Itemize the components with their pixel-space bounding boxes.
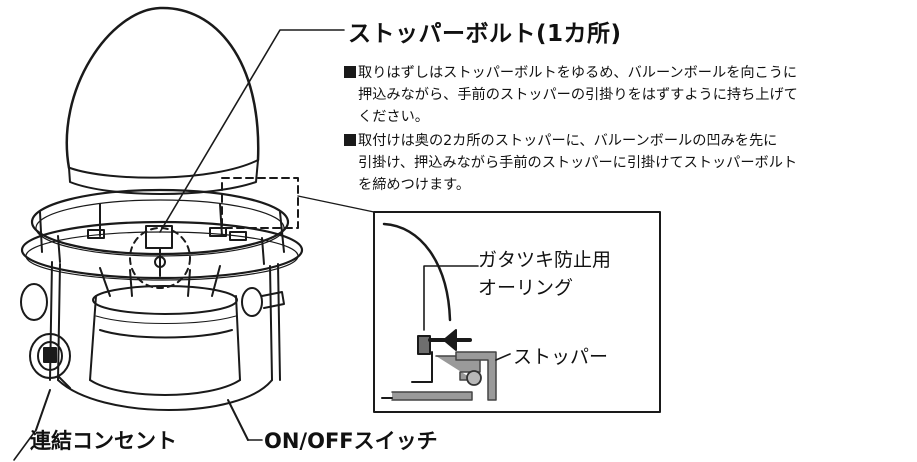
oring-callout-line-2: オーリング	[478, 277, 574, 299]
stopper-bolt-leader	[159, 29, 345, 233]
removal-note-line-1: 取りはずしはストッパーボルトをゆるめ、バルーンボールを向こうに	[344, 62, 798, 84]
oring-callout-line-1: ガタツキ防止用	[478, 249, 612, 271]
stopper-bolt-title: ストッパーボルト(1カ所)	[348, 21, 622, 47]
removal-note-line-3: ください。	[358, 109, 429, 125]
stopper-bolt-highlight	[129, 227, 191, 289]
removal-note: 取りはずしはストッパーボルトをゆるめ、バルーンボールを向こうに 押込みながら、手…	[344, 62, 798, 128]
outlet-leader	[13, 429, 37, 461]
push-arrow-head	[443, 329, 457, 351]
detail-inset	[373, 211, 661, 413]
lamp-body	[89, 265, 241, 396]
attach-note-line-3: を締めつけます。	[358, 177, 471, 193]
detail-highlight-box	[221, 177, 299, 229]
bullet-square-icon	[344, 134, 356, 146]
stopper-bracket	[145, 225, 173, 277]
bullet-square-icon	[344, 66, 356, 78]
outlet-connector	[20, 283, 71, 431]
attach-note-line-2: 引掛け、押込みながら手前のストッパーに引掛けてストッパーボルト	[358, 155, 798, 171]
balloon-ball	[65, 6, 260, 195]
stopper-pin	[466, 370, 482, 386]
removal-note-line-2: 押込みながら、手前のストッパーの引掛りをはずすように持ち上げて	[358, 87, 798, 103]
switch-knob	[227, 287, 285, 441]
oring-callout: ガタツキ防止用 オーリング	[478, 246, 611, 302]
attach-note-line-1: 取付けは奥の2カ所のストッパーに、バルーンボールの凹みを先に	[344, 130, 797, 152]
switch-label: ON/OFFスイッチ	[264, 429, 438, 453]
attach-note: 取付けは奥の2カ所のストッパーに、バルーンボールの凹みを先に 引掛け、押込みなが…	[344, 130, 797, 196]
frame-legs	[49, 261, 281, 411]
outlet-label: 連結コンセント	[30, 429, 177, 453]
detail-leader	[297, 195, 375, 213]
oring-mark	[417, 335, 431, 355]
stopper-callout: ストッパー	[513, 346, 609, 368]
